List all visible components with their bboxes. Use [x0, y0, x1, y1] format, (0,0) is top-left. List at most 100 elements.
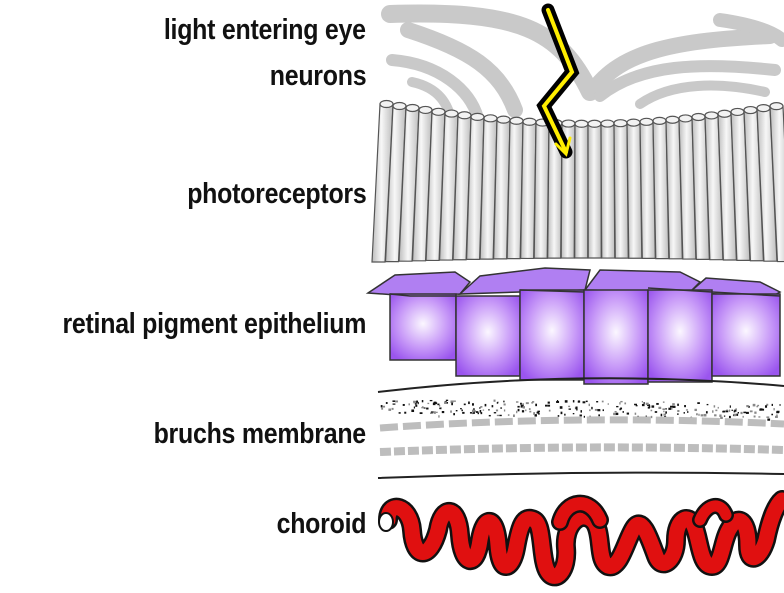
photoreceptor-rod: [627, 123, 642, 259]
membrane-speck: [586, 401, 588, 402]
membrane-speck: [434, 411, 436, 414]
membrane-speck: [591, 407, 592, 409]
membrane-speck: [613, 413, 616, 415]
membrane-speck: [750, 410, 753, 412]
choroid-label: choroid: [276, 508, 366, 541]
membrane-speck: [462, 412, 464, 414]
membrane-speck: [623, 411, 624, 413]
photoreceptor-cap: [523, 118, 536, 125]
membrane-speck: [413, 401, 416, 404]
membrane-speck: [421, 407, 424, 408]
membrane-speck: [573, 413, 575, 414]
membrane-speck: [381, 405, 383, 407]
membrane-speck: [436, 402, 437, 404]
membrane-speck: [722, 411, 724, 412]
membrane-speck: [422, 400, 424, 402]
membrane-speck: [746, 412, 749, 414]
membrane-speck: [439, 408, 441, 409]
membrane-speck: [388, 409, 391, 411]
photoreceptor-cap: [653, 117, 666, 124]
membrane-speck: [656, 403, 659, 405]
membrane-speck: [627, 413, 629, 415]
membrane-speck: [616, 413, 618, 415]
membrane-speck: [414, 407, 415, 409]
membrane-speck: [404, 412, 406, 414]
membrane-speck: [608, 403, 609, 404]
membrane-speck: [436, 412, 438, 413]
membrane-speck: [663, 414, 666, 416]
photoreceptor-cap: [419, 106, 432, 113]
membrane-speck: [473, 408, 475, 409]
membrane-speck: [729, 410, 730, 412]
photoreceptor-cap: [445, 110, 458, 117]
membrane-speck: [648, 407, 650, 409]
membrane-speck: [673, 406, 676, 408]
membrane-speck: [472, 403, 474, 405]
membrane-speck: [488, 409, 489, 411]
membrane-speck: [766, 416, 769, 418]
photoreceptor-cap: [666, 116, 679, 123]
membrane-speck: [583, 401, 586, 403]
membrane-speck: [386, 402, 388, 404]
membrane-speck: [460, 408, 462, 409]
membrane-speck: [754, 416, 756, 418]
membrane-speck: [470, 412, 472, 413]
membrane-speck: [759, 409, 761, 411]
membrane-speck: [439, 405, 440, 407]
membrane-speck: [772, 404, 773, 406]
membrane-speck: [743, 416, 744, 418]
membrane-speck: [642, 404, 645, 406]
photoreceptor-rod: [614, 123, 628, 258]
membrane-speck: [665, 408, 667, 409]
membrane-speck: [581, 410, 582, 412]
membrane-speck: [712, 410, 713, 412]
membrane-speck: [634, 404, 637, 406]
membrane-speck: [773, 408, 774, 410]
photoreceptor-cap: [731, 108, 744, 115]
membrane-speck: [395, 400, 398, 402]
membrane-speck: [403, 404, 405, 406]
membrane-speck: [714, 405, 716, 407]
membrane-speck: [651, 416, 653, 418]
membrane-speck: [738, 412, 739, 413]
membrane-speck: [746, 405, 748, 407]
membrane-speck: [576, 407, 578, 410]
membrane-speck: [478, 412, 479, 414]
membrane-speck: [619, 408, 620, 410]
membrane-speck: [500, 415, 502, 416]
membrane-speck: [576, 409, 577, 411]
membrane-speck: [560, 406, 563, 409]
membrane-speck: [427, 403, 429, 404]
membrane-speck: [753, 404, 756, 407]
membrane-speck: [545, 405, 548, 407]
membrane-speck: [651, 410, 653, 412]
membrane-speck: [522, 410, 524, 412]
membrane-speck: [684, 405, 686, 407]
membrane-speck: [557, 400, 558, 402]
membrane-speck: [635, 413, 637, 415]
membrane-speck: [538, 413, 540, 415]
membrane-speck: [754, 412, 756, 414]
membrane-speck: [437, 404, 439, 406]
membrane-speck: [461, 410, 462, 412]
membrane-speck: [598, 414, 600, 416]
membrane-speck: [732, 410, 733, 411]
photoreceptor-cap: [393, 102, 406, 109]
membrane-speck: [446, 400, 448, 401]
photoreceptor-rod: [601, 124, 615, 258]
photoreceptor-cap: [601, 120, 614, 127]
membrane-speck: [729, 416, 731, 418]
membrane-speck: [383, 406, 385, 408]
membrane-speck: [483, 409, 484, 410]
membrane-speck: [684, 412, 685, 414]
membrane-speck: [399, 412, 401, 414]
membrane-speck: [453, 400, 456, 401]
membrane-speck: [719, 414, 721, 416]
photoreceptor-cap: [471, 113, 484, 120]
membrane-speck: [548, 402, 550, 404]
membrane-speck: [489, 415, 491, 416]
membrane-speck: [602, 401, 604, 403]
membrane-speck: [677, 410, 679, 412]
membrane-speck: [655, 411, 657, 413]
